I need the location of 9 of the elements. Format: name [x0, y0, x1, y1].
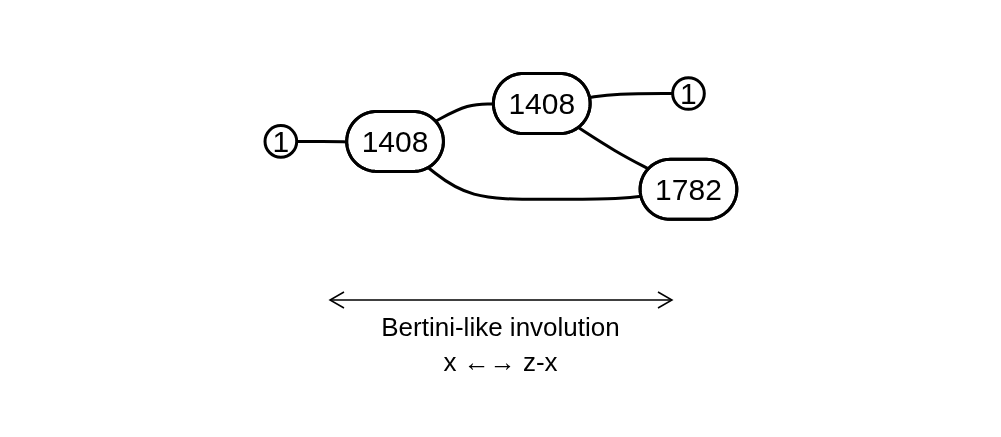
connector [427, 166, 642, 201]
connector [434, 102, 494, 123]
note-text: x ←→ z-x [443, 347, 558, 378]
connector [589, 91, 673, 99]
connector [577, 126, 650, 171]
connector [296, 139, 347, 144]
node-circle: 1 [263, 123, 298, 159]
note-text: Bertini-like involution [381, 312, 620, 343]
node-circle: 1 [670, 76, 706, 111]
